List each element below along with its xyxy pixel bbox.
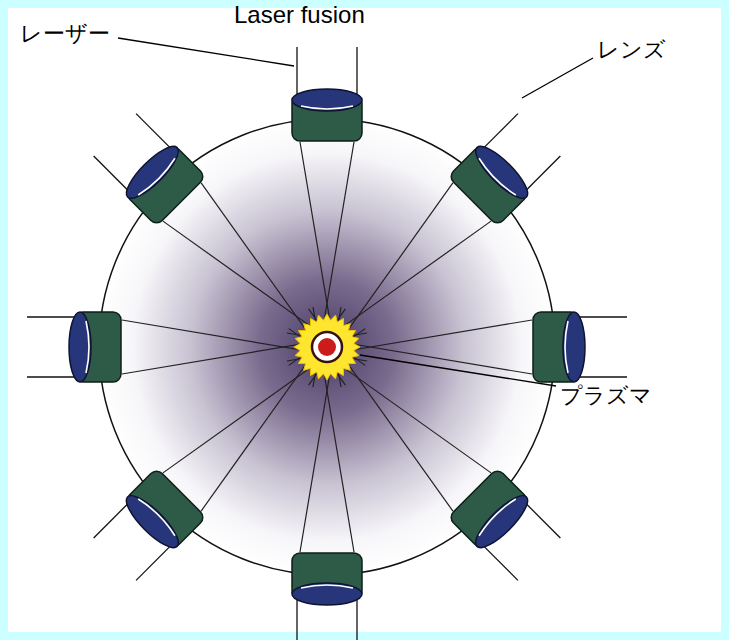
- lens-highlight: [301, 106, 353, 109]
- lens: [120, 468, 206, 554]
- lenses: [69, 89, 585, 605]
- focused-beam-line: [289, 192, 491, 394]
- laser-line: [94, 156, 128, 190]
- fuel-pellet: [318, 338, 336, 356]
- focused-beam-line: [280, 183, 482, 385]
- focused-beam-line: [172, 183, 374, 385]
- lens-highlight: [138, 497, 177, 536]
- leader-line: [360, 355, 556, 386]
- lens: [69, 312, 121, 382]
- focused-beam-line: [172, 309, 374, 511]
- focused-beam-line: [163, 300, 365, 502]
- lens-face: [469, 489, 534, 554]
- laser-line: [526, 156, 560, 190]
- laser-line: [484, 114, 518, 148]
- focused-beam-line: [280, 309, 482, 511]
- lens-highlight: [138, 158, 177, 197]
- focused-beam-line: [163, 192, 365, 394]
- plasma-target: [294, 314, 360, 380]
- lens: [448, 468, 534, 554]
- plasma-label: プラズマ: [560, 384, 652, 408]
- laser-line: [27, 316, 75, 317]
- lens-face: [469, 140, 534, 205]
- laser-beam: [278, 114, 561, 397]
- chamber: [99, 119, 555, 575]
- lens-face: [120, 140, 185, 205]
- laser-line: [356, 599, 357, 640]
- lens: [448, 140, 534, 226]
- lens-highlight: [301, 585, 353, 588]
- laser-line: [579, 376, 627, 377]
- lens-face: [563, 312, 585, 382]
- laser-line: [136, 114, 170, 148]
- lens-face: [292, 583, 362, 605]
- lens-highlight: [86, 321, 89, 373]
- lens-label: レンズ: [597, 38, 666, 62]
- laser-line: [579, 316, 627, 317]
- lens-highlight: [477, 158, 516, 197]
- laser-beam: [278, 298, 561, 581]
- lens: [292, 89, 362, 141]
- laser-line: [526, 504, 560, 538]
- laser-line: [296, 47, 297, 95]
- lens-highlight: [565, 321, 568, 373]
- laser-line: [27, 376, 75, 377]
- leader-lines: [118, 38, 593, 386]
- laser-line: [484, 546, 518, 580]
- laser-line: [94, 504, 128, 538]
- plasma-burst: [294, 314, 360, 380]
- leader-line: [118, 38, 294, 66]
- lens-face: [69, 312, 91, 382]
- panel: [8, 8, 721, 632]
- lens: [120, 140, 206, 226]
- lens: [292, 553, 362, 605]
- lens-face: [292, 89, 362, 111]
- laser-label: レーザー: [20, 22, 110, 46]
- focused-beam-line: [289, 300, 491, 502]
- laser-line: [356, 47, 357, 95]
- laser-beam: [94, 114, 377, 397]
- lens: [533, 312, 585, 382]
- lens-highlight: [477, 497, 516, 536]
- laser-line: [136, 546, 170, 580]
- laser-beams: [27, 47, 627, 640]
- lens-face: [120, 489, 185, 554]
- diagram-title: Laser fusion: [234, 2, 365, 28]
- leader-line: [522, 58, 593, 98]
- laser-beam: [94, 298, 377, 581]
- fuel-pellet-shell: [312, 332, 342, 362]
- laser-line: [296, 599, 297, 640]
